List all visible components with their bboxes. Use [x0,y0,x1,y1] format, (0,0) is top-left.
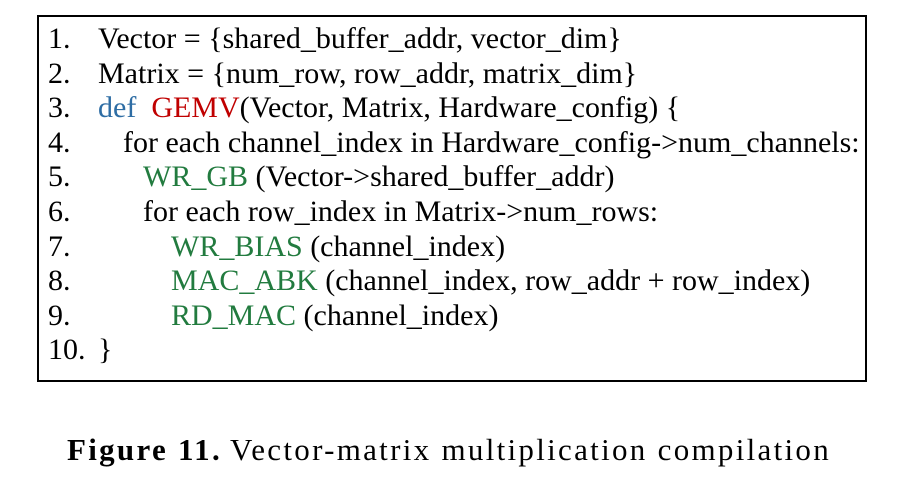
code-text: (channel_index) [302,229,506,263]
figure-caption: Figure 11.Vector-matrix multiplication c… [0,429,898,471]
code-line: 7. WR_BIAS (channel_index) [39,230,865,265]
code-line: 4. for each channel_index in Hardware_con… [39,126,865,161]
code-line-text: Matrix = {num_row, row_addr, matrix_dim} [98,57,637,92]
code-line: 6. for each row_index in Matrix->num_rows… [39,195,865,230]
code-line: 9. RD_MAC (channel_index) [39,299,865,334]
code-line-text: WR_BIAS (channel_index) [98,230,505,265]
code-text: Matrix = {num_row, row_addr, matrix_dim} [98,56,638,90]
code-line-text: MAC_ABK (channel_index, row_addr + row_i… [98,264,810,299]
code-line-text: Vector = {shared_buffer_addr, vector_dim… [98,22,622,57]
line-number: 4. [48,125,71,159]
code-command: WR_GB [143,160,248,194]
line-number: 3. [48,91,71,125]
code-line-text: } [98,333,112,368]
line-number: 1. [48,22,71,55]
code-line: 3. def GEMV(Vector, Matrix, Hardware_conf… [39,91,865,126]
code-text: (channel_index) [296,298,499,332]
pseudocode-listing: 1. Vector = {shared_buffer_addr, vector_d… [37,15,867,382]
code-line-text: def GEMV(Vector, Matrix, Hardware_config… [98,91,680,126]
code-line-text: WR_GB (Vector->shared_buffer_addr) [98,160,614,195]
code-text: for each row_index in Matrix->num_rows: [143,194,659,228]
code-function-name: GEMV [151,91,240,125]
line-number: 7. [48,229,71,263]
figure-caption-label: Figure 11. [66,432,222,467]
code-line: 2. Matrix = {num_row, row_addr, matrix_di… [39,57,865,92]
code-text: for each channel_index in Hardware_confi… [123,125,860,159]
code-text: Vector = {shared_buffer_addr, vector_dim… [98,22,622,55]
code-text: (Vector, Matrix, Hardware_config) { [239,91,681,125]
code-command: RD_MAC [171,298,297,332]
code-line-text: RD_MAC (channel_index) [98,299,498,334]
line-number: 10. [48,333,86,367]
code-line: 5. WR_GB (Vector->shared_buffer_addr) [39,160,865,195]
figure-caption-text: Vector-matrix multiplication compilation [230,432,832,467]
code-line: 10.} [39,333,865,368]
line-number: 8. [48,264,71,298]
code-text: (Vector->shared_buffer_addr) [248,160,615,194]
code-command: WR_BIAS [171,229,303,263]
line-number: 6. [48,194,71,228]
code-command: MAC_ABK [171,264,318,298]
code-text: (channel_index, row_addr + row_index) [317,264,811,298]
line-number: 5. [48,160,71,194]
code-text [136,91,151,124]
code-line-text: for each channel_index in Hardware_confi… [98,126,860,161]
code-line-text: for each row_index in Matrix->num_rows: [98,195,658,230]
line-number: 2. [48,56,71,90]
line-number: 9. [48,298,71,332]
code-keyword: def [98,91,137,125]
code-line: 8. MAC_ABK (channel_index, row_addr + row… [39,264,865,299]
code-line: 1. Vector = {shared_buffer_addr, vector_d… [39,22,865,57]
code-text: } [98,333,113,367]
